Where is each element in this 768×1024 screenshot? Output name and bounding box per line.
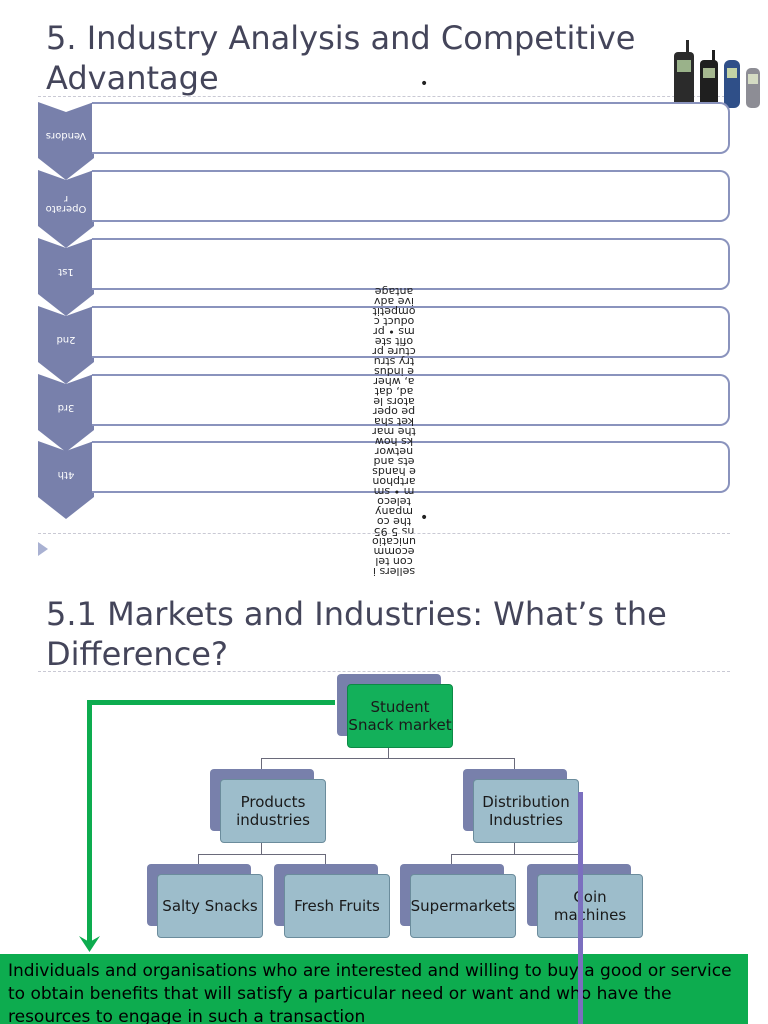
connector: [514, 758, 515, 770]
market-definition: Individuals and organisations who are in…: [0, 954, 748, 1024]
slide-title: 5. Industry Analysis and Competitive Adv…: [46, 19, 636, 97]
connector: [325, 854, 326, 864]
node-distribution-industries: Distribution Industries: [463, 769, 579, 843]
node-salty-snacks: Salty Snacks: [147, 864, 263, 938]
slide-title: 5.1 Markets and Industries: What’s the D…: [46, 595, 667, 673]
chevron-shape: [38, 374, 94, 452]
node-label: Coin machines: [537, 874, 643, 938]
node-label: Salty Snacks: [157, 874, 263, 938]
chevron-label: 4th: [57, 469, 75, 480]
bullet-dot: •: [420, 510, 429, 526]
node-label: Fresh Fruits: [284, 874, 390, 938]
connector: [451, 854, 578, 855]
node-fresh-fruits: Fresh Fruits: [274, 864, 390, 938]
row-box: [92, 441, 730, 493]
row-4th: 4th: [38, 441, 730, 519]
connector: [198, 854, 199, 864]
bullet-dot: •: [420, 76, 429, 92]
node-student-snack-market: Student Snack market: [337, 674, 453, 748]
chevron-shape: [38, 170, 94, 248]
title-divider: [38, 671, 730, 672]
node-label: Supermarkets: [410, 874, 516, 938]
bottom-divider: [38, 533, 730, 534]
title-divider: [38, 96, 730, 97]
node-products-industries: Products industries: [210, 769, 326, 843]
row-box: [92, 102, 730, 154]
node-label: Products industries: [220, 779, 326, 843]
node-coin-machines: Coin machines: [527, 864, 643, 938]
rotated-text-column: sellers icon telecommunications 5 95 the…: [372, 285, 416, 576]
chevron-label: Vendors: [45, 130, 87, 141]
row-3rd: 3rd: [38, 374, 730, 452]
node-label: Distribution Industries: [473, 779, 579, 843]
connector: [261, 758, 262, 770]
row-box: [92, 374, 730, 426]
row-box: [92, 306, 730, 358]
connector: [198, 854, 325, 855]
mobile-phones-icon: [674, 40, 760, 110]
row-box: [92, 170, 730, 222]
chevron-label: Operator: [45, 193, 87, 214]
arrow-horizontal: [87, 700, 335, 705]
chevron-label: 2nd: [56, 334, 76, 345]
slide-industry-analysis: 5. Industry Analysis and Competitive Adv…: [38, 19, 760, 576]
purple-line: [578, 792, 583, 1024]
connector: [514, 842, 515, 854]
slide-markets-industries: 5.1 Markets and Industries: What’s the D…: [0, 580, 768, 1024]
play-icon[interactable]: [38, 542, 48, 556]
arrow-down-icon: [79, 936, 100, 952]
chevron-shape: [38, 102, 94, 180]
chevron-shape: [38, 441, 94, 519]
connector: [451, 854, 452, 864]
connector: [261, 842, 262, 854]
chevron-shape: [38, 306, 94, 384]
connector: [261, 758, 515, 759]
row-vendors: Vendors: [38, 102, 730, 180]
arrow-vertical: [87, 700, 92, 942]
row-operator: Operator: [38, 170, 730, 248]
row-2nd: 2nd: [38, 306, 730, 384]
node-supermarkets: Supermarkets: [400, 864, 516, 938]
connector: [388, 740, 389, 758]
chevron-shape: [38, 238, 94, 316]
chevron-label: 1st: [58, 266, 74, 277]
row-box: [92, 238, 730, 290]
row-1st: 1st: [38, 238, 730, 316]
chevron-label: 3rd: [57, 402, 75, 413]
node-label: Student Snack market: [347, 684, 453, 748]
